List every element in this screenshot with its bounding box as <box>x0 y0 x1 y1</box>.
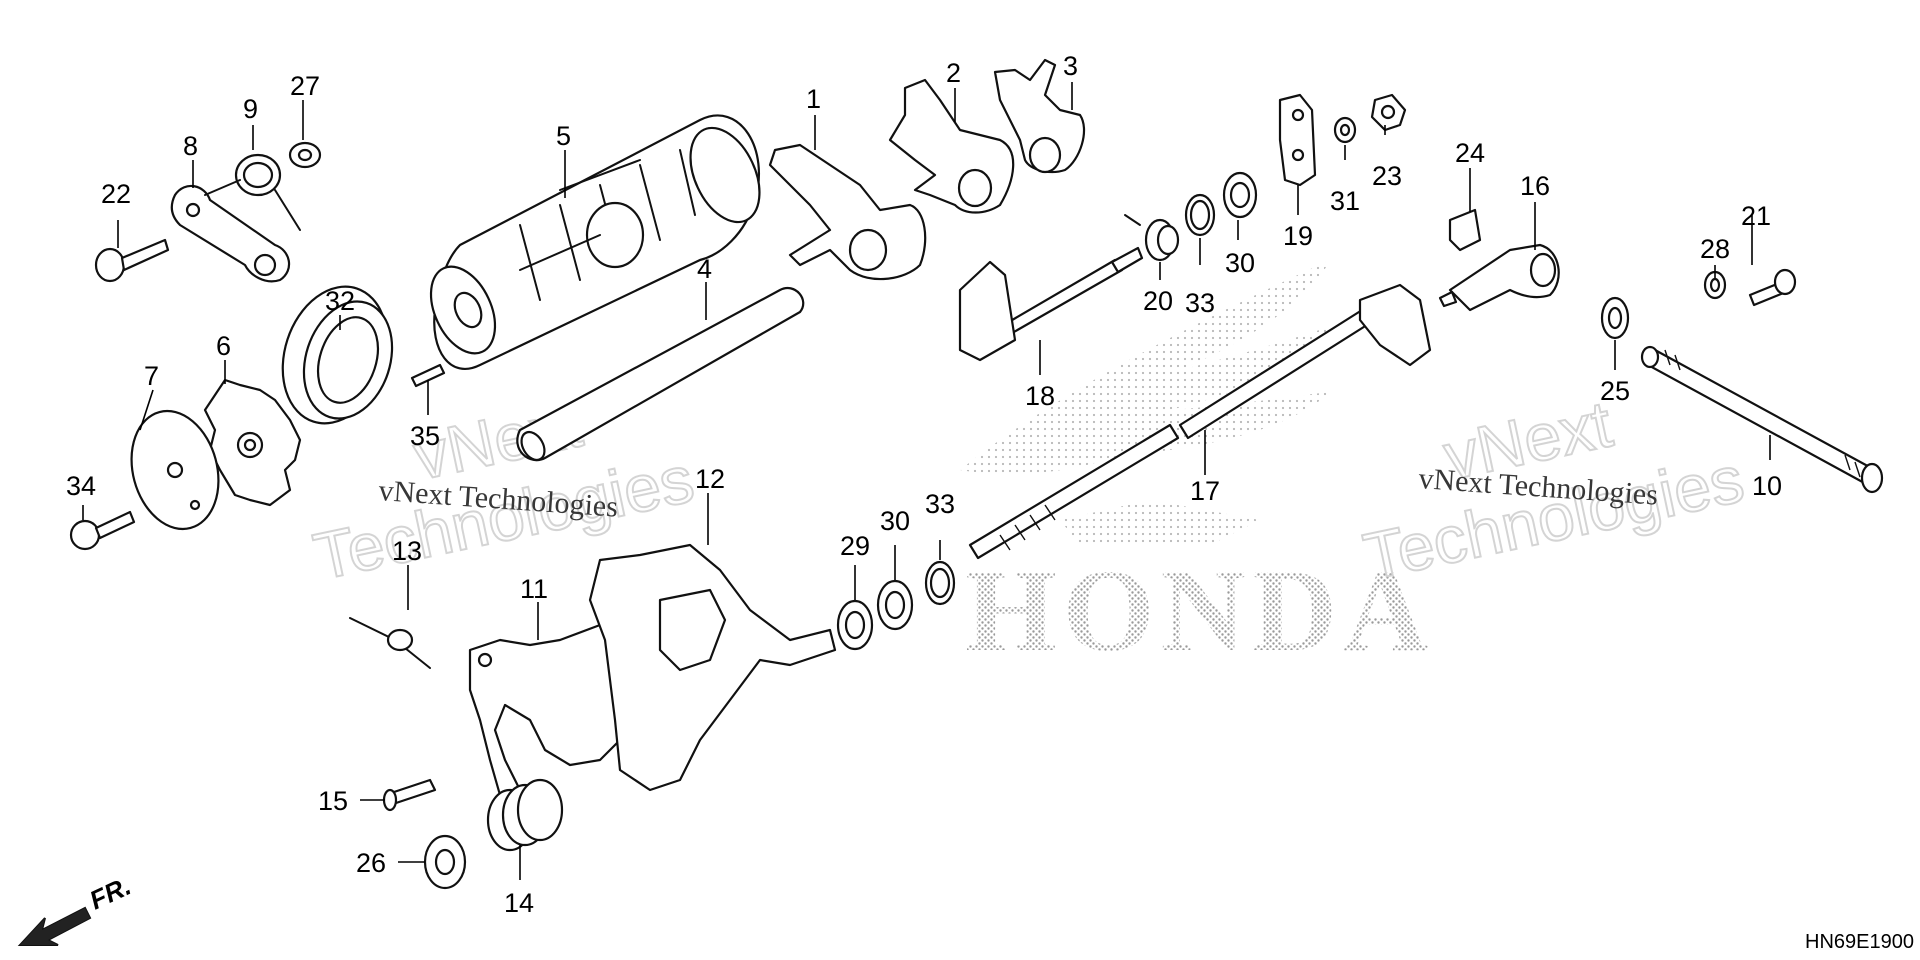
arrow-icon <box>20 908 90 945</box>
callout-9: 9 <box>243 94 258 124</box>
callout-14: 14 <box>504 888 534 918</box>
leader-lines <box>82 82 1771 880</box>
callout-6: 6 <box>216 331 231 361</box>
part-washer-27 <box>288 141 322 169</box>
callout-16: 16 <box>1520 171 1550 201</box>
part-clip-24 <box>1448 208 1482 252</box>
part-washer-31 <box>1333 116 1357 144</box>
part-fork-shaft <box>516 287 805 462</box>
part-shift-lever-16 <box>1438 243 1560 312</box>
callout-labels: 1 2 3 4 5 6 7 8 9 10 11 12 13 14 15 16 1… <box>66 51 1782 918</box>
callout-31: 31 <box>1330 186 1360 216</box>
callout-4: 4 <box>697 254 712 284</box>
part-stopper-arm <box>170 184 291 283</box>
callout-22: 22 <box>101 179 131 209</box>
callout-10: 10 <box>1752 471 1782 501</box>
part-bolt-15 <box>382 778 437 812</box>
part-shift-fork-1 <box>768 143 927 281</box>
callout-33-lower: 33 <box>925 489 955 519</box>
callout-12: 12 <box>695 464 725 494</box>
callout-19: 19 <box>1283 221 1313 251</box>
part-washer-30-upper <box>1222 171 1258 219</box>
callout-30-upper: 30 <box>1225 248 1255 278</box>
callout-3: 3 <box>1063 51 1078 81</box>
front-direction-indicator: FR. <box>17 871 136 946</box>
part-plate-19 <box>1278 93 1317 187</box>
part-spring-9 <box>204 153 301 231</box>
callout-17: 17 <box>1190 476 1220 506</box>
callout-21: 21 <box>1741 201 1771 231</box>
part-circlip-33-upper <box>1184 193 1216 237</box>
part-bolt-22 <box>94 238 170 283</box>
callout-13: 13 <box>392 536 422 566</box>
callout-23: 23 <box>1372 161 1402 191</box>
part-bolt-34 <box>69 510 136 551</box>
part-spring-13 <box>349 617 431 669</box>
callout-7: 7 <box>144 361 159 391</box>
callout-34: 34 <box>66 471 96 501</box>
callout-25: 25 <box>1600 376 1630 406</box>
part-spindle-10 <box>1640 345 1884 494</box>
honda-wing-logo: HONDA <box>960 260 1434 676</box>
part-nut-23 <box>1370 93 1407 132</box>
part-shift-fork-3 <box>993 58 1085 174</box>
callout-33-upper: 33 <box>1185 288 1215 318</box>
part-washer-30-lower <box>876 579 914 631</box>
callout-15: 15 <box>318 786 348 816</box>
part-star-plate <box>203 378 302 507</box>
diagram-code: HN69E1900 <box>1805 931 1914 953</box>
callout-18: 18 <box>1025 381 1055 411</box>
honda-brand-text: HONDA <box>965 545 1434 676</box>
callout-24: 24 <box>1455 138 1485 168</box>
callout-2: 2 <box>946 58 961 88</box>
callout-30-lower: 30 <box>880 506 910 536</box>
part-guide-plate <box>588 543 837 792</box>
part-washer-29 <box>836 599 874 651</box>
part-shaft-18 <box>958 246 1144 362</box>
callout-35: 35 <box>410 421 440 451</box>
part-bolt-21 <box>1748 268 1797 307</box>
callout-28: 28 <box>1700 234 1730 264</box>
part-washer-26 <box>423 834 467 890</box>
part-spring-20 <box>1124 214 1180 262</box>
part-gearshift-arm <box>468 623 632 797</box>
callout-32: 32 <box>325 286 355 316</box>
callout-26: 26 <box>356 848 386 878</box>
part-circlip-33-lower <box>924 560 956 606</box>
watermark-right: vNext Technologies vNext Technologies <box>1357 385 1751 594</box>
part-shaft-17 <box>968 283 1432 560</box>
callout-5: 5 <box>556 121 571 151</box>
callout-1: 1 <box>806 84 821 114</box>
part-shift-drum <box>429 114 761 371</box>
callout-11: 11 <box>520 574 548 604</box>
part-washer-25 <box>1600 296 1630 340</box>
front-label: FR. <box>85 871 136 916</box>
callout-8: 8 <box>183 131 198 161</box>
part-washer-28 <box>1703 270 1727 300</box>
callout-29: 29 <box>840 531 870 561</box>
callout-20: 20 <box>1143 286 1173 316</box>
part-bearing-32 <box>281 285 394 425</box>
part-shift-fork-2 <box>888 78 1015 214</box>
part-plate-7 <box>130 409 220 531</box>
part-spring-14 <box>486 778 564 852</box>
callout-27: 27 <box>290 71 320 101</box>
part-pin-35 <box>410 363 446 388</box>
